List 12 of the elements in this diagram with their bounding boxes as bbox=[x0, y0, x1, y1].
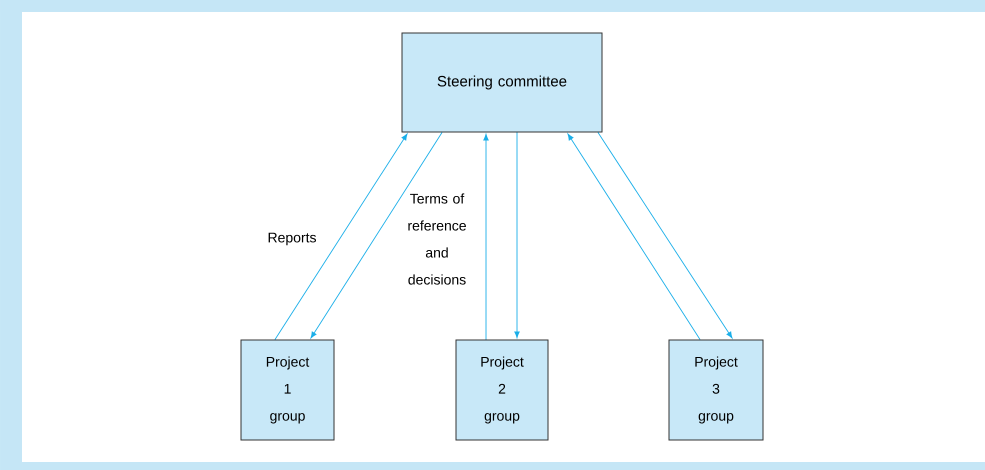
arrow bbox=[274, 134, 408, 340]
edge-label: Terms of reference and decisions bbox=[408, 193, 466, 285]
edge-label: Reports bbox=[268, 232, 316, 246]
arrow bbox=[483, 134, 489, 340]
committee-box: Steering committee bbox=[402, 32, 602, 132]
group-box: Project 3 group bbox=[668, 340, 764, 440]
group-box: Project 2 group bbox=[456, 340, 548, 440]
arrow bbox=[310, 132, 442, 338]
group-box: Project 1 group bbox=[240, 340, 334, 440]
arrow bbox=[514, 132, 520, 338]
arrow bbox=[568, 134, 700, 340]
arrow bbox=[598, 132, 732, 338]
